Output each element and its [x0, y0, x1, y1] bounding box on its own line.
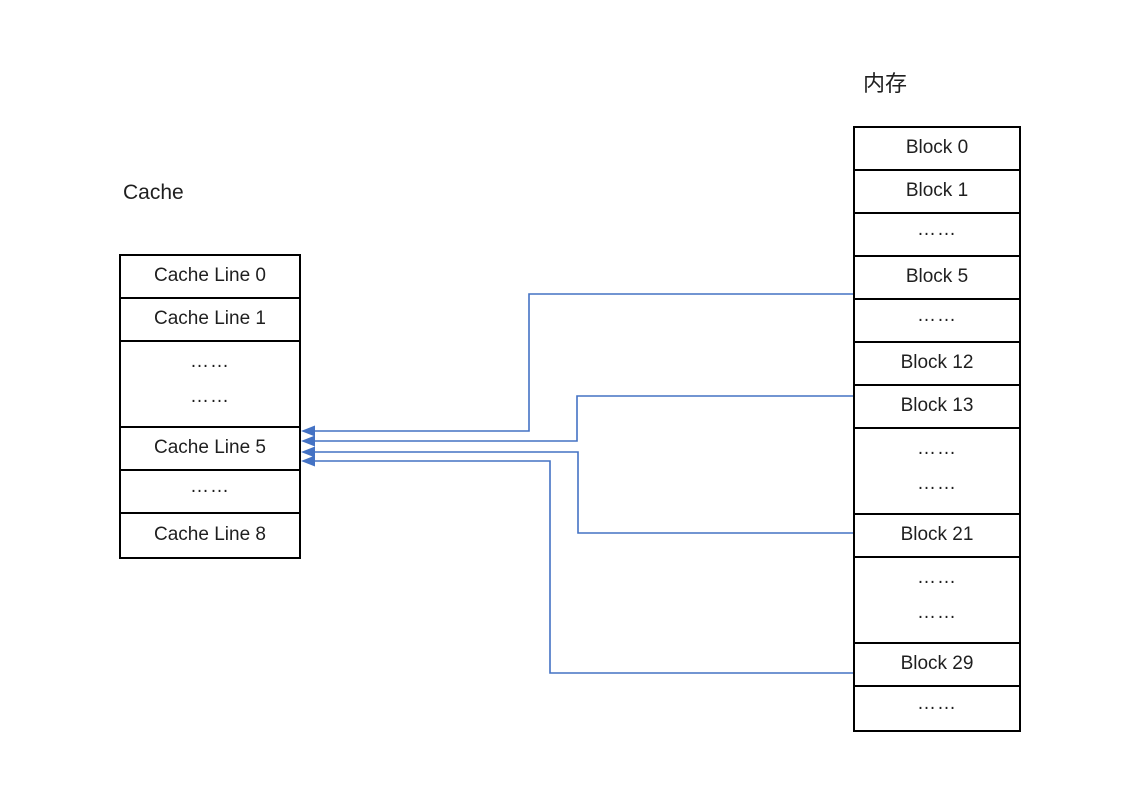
ellipsis-label: ……: [917, 473, 957, 495]
connector-block-21-to-cache-line-5: [314, 451, 853, 534]
ellipsis-label: ……: [917, 567, 957, 589]
memory-table: Block 0 Block 1 …… Block 5 …… Block 12 Block 1…: [853, 126, 1021, 732]
cache-line-row: …… ……: [121, 342, 299, 428]
memory-block-row: ……: [855, 300, 1019, 343]
ellipsis-label: ……: [190, 476, 230, 498]
arrow-head-icon: [301, 446, 315, 458]
row-label: Block 1: [905, 180, 969, 202]
ellipsis-label: ……: [917, 693, 957, 715]
memory-block-row: …… ……: [855, 558, 1019, 644]
cache-line-row: Cache Line 0: [121, 256, 299, 299]
row-label: Cache Line 0: [154, 265, 266, 287]
memory-block-row: Block 5: [855, 257, 1019, 300]
row-label: Cache Line 1: [154, 308, 266, 330]
cache-line-row: Cache Line 1: [121, 299, 299, 342]
row-label: Cache Line 5: [154, 437, 266, 459]
cache-line-row: ……: [121, 471, 299, 514]
ellipsis-label: ……: [917, 438, 957, 460]
memory-block-row: …… ……: [855, 429, 1019, 515]
row-label: Cache Line 8: [154, 524, 266, 546]
cache-line-row: Cache Line 8: [121, 514, 299, 557]
ellipsis-label: ……: [190, 386, 230, 408]
cache-table: Cache Line 0 Cache Line 1 …… …… Cache Line 5…: [119, 254, 301, 559]
memory-block-row: Block 29: [855, 644, 1019, 687]
row-label: Block 13: [900, 395, 974, 417]
ellipsis-label: ……: [917, 305, 957, 327]
memory-block-row: Block 0: [855, 128, 1019, 171]
memory-block-row: Block 13: [855, 386, 1019, 429]
memory-block-row: ……: [855, 687, 1019, 730]
ellipsis-label: ……: [917, 219, 957, 241]
ellipsis-label: ……: [917, 602, 957, 624]
ellipsis-label: ……: [190, 351, 230, 373]
row-label: Block 29: [900, 653, 974, 675]
row-label: Block 21: [900, 524, 974, 546]
row-label: Block 0: [905, 137, 969, 159]
memory-block-row: Block 1: [855, 171, 1019, 214]
cache-table-title: Cache: [123, 181, 184, 204]
connector-block-5-to-cache-line-5: [314, 293, 853, 432]
memory-block-row: ……: [855, 214, 1019, 257]
arrow-head-icon: [301, 435, 315, 447]
cache-line-row: Cache Line 5: [121, 428, 299, 471]
connector-block-13-to-cache-line-5: [314, 395, 853, 442]
arrow-head-icon: [301, 455, 315, 467]
row-label: Block 12: [900, 352, 974, 374]
arrow-head-icon: [301, 425, 315, 437]
memory-table-title: 内存: [863, 71, 908, 96]
memory-block-row: Block 21: [855, 515, 1019, 558]
row-label: Block 5: [905, 266, 969, 288]
connector-block-29-to-cache-line-5: [314, 460, 853, 674]
memory-block-row: Block 12: [855, 343, 1019, 386]
